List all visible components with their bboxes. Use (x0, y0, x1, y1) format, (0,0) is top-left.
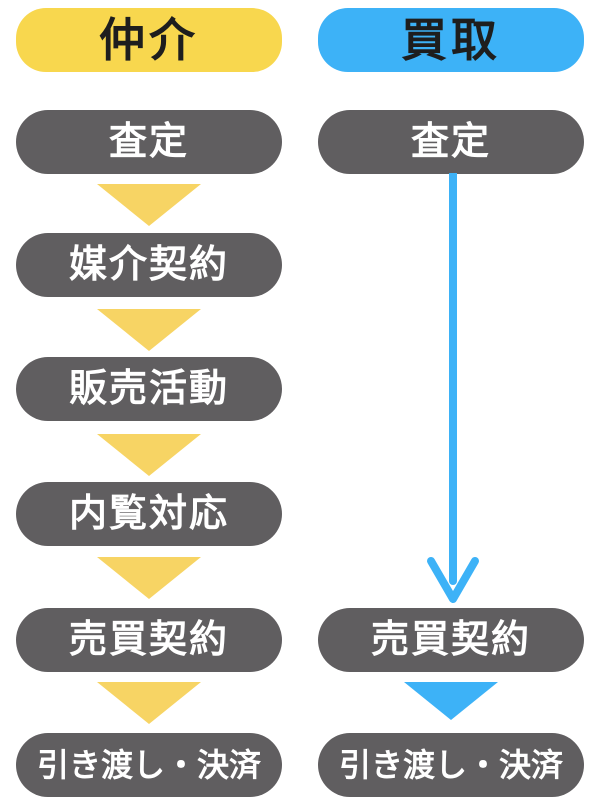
down-arrow-icon (97, 309, 201, 351)
brokerage-column-header: 仲介 (16, 8, 282, 72)
brokerage-step-sales-contract: 売買契約 (16, 608, 282, 672)
buyout-step-handover-settlement: 引き渡し・決済 (318, 733, 584, 797)
buyout-step-assessment: 査定 (318, 110, 584, 174)
down-arrow-icon (97, 434, 201, 476)
long-down-arrow-icon (427, 173, 479, 603)
buyout-step-sales-contract: 売買契約 (318, 608, 584, 672)
buyout-column-header: 買取 (318, 8, 584, 72)
down-arrow-icon (404, 682, 498, 720)
down-arrow-icon (97, 557, 201, 599)
brokerage-step-viewing-support: 内覧対応 (16, 482, 282, 546)
brokerage-step-handover-settlement: 引き渡し・決済 (16, 733, 282, 797)
brokerage-step-sales-activity: 販売活動 (16, 357, 282, 421)
brokerage-step-listing-contract: 媒介契約 (16, 233, 282, 297)
brokerage-step-assessment: 査定 (16, 110, 282, 174)
down-arrow-icon (97, 184, 201, 226)
down-arrow-icon (97, 682, 201, 724)
